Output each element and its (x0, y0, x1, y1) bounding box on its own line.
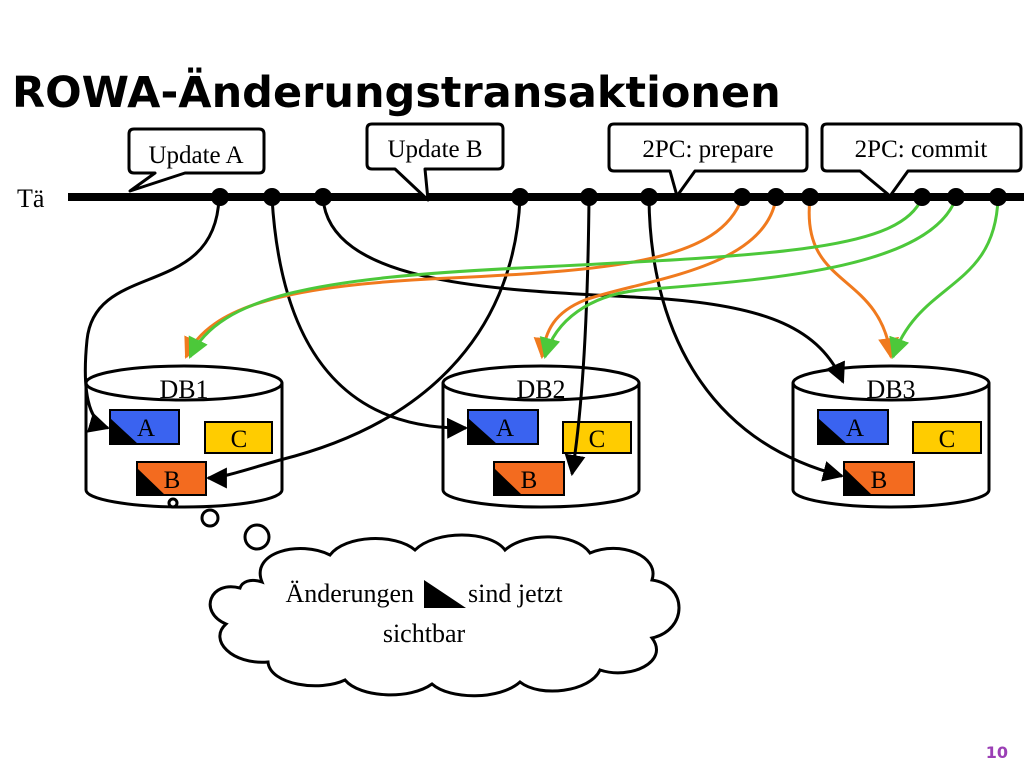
db2-item-c-label: C (589, 426, 606, 453)
event-dot (314, 188, 332, 206)
db1-label: DB1 (159, 375, 208, 404)
event-dot (211, 188, 229, 206)
thought-text-line2: sichtbar (383, 619, 466, 648)
db2-item-c: C (562, 421, 632, 454)
db2-label: DB2 (516, 375, 565, 404)
callout-prepare: 2PC: prepare (607, 122, 809, 198)
db2-item-b-label: B (521, 467, 538, 494)
event-dot (580, 188, 598, 206)
arrow-t3-db3-a (321, 197, 845, 384)
callout-prepare-text: 2PC: prepare (642, 136, 773, 163)
event-dot (640, 188, 658, 206)
event-dot (767, 188, 785, 206)
timeline-label: Tä (17, 184, 45, 213)
db1-item-a: A (109, 409, 180, 445)
db3-item-a-label: A (846, 415, 864, 442)
event-dot (947, 188, 965, 206)
arrow-commit-db2 (539, 197, 958, 360)
callout-update-a: Update A (127, 127, 266, 193)
event-dot (989, 188, 1007, 206)
db1-item-b: B (136, 461, 207, 496)
db1-item-a-label: A (137, 415, 155, 442)
event-dot (801, 188, 819, 206)
update-arrows (83, 197, 845, 489)
arrow-t1-db1-a (83, 197, 221, 433)
db1-item-c-label: C (231, 426, 248, 453)
timeline-events (211, 188, 1007, 206)
db3-item-a: A (817, 409, 889, 445)
db3-item-b: B (843, 461, 915, 496)
arrow-t2-db2-a (270, 197, 469, 439)
db2-item-b: B (493, 461, 565, 496)
db3-item-c: C (912, 421, 982, 454)
db2-item-a-label: A (496, 415, 514, 442)
db1-item-c: C (204, 421, 273, 454)
callout-commit-text: 2PC: commit (855, 136, 988, 163)
arrow-prepare-db3 (807, 197, 900, 360)
arrow-commit-db1 (188, 197, 924, 359)
slide-title: ROWA-Änderungstransaktionen (12, 67, 781, 118)
commit-arrows (188, 197, 1000, 360)
db3-item-c-label: C (939, 426, 956, 453)
page-number: 10 (986, 743, 1008, 762)
arrow-commit-db3 (889, 197, 1000, 359)
db1-item-b-label: B (164, 467, 181, 494)
thought-trail (167, 497, 271, 551)
event-dot (511, 188, 529, 206)
arrow-prepare-db2 (533, 197, 778, 360)
thought-text-line1-after: sind jetzt (468, 579, 563, 608)
thought-cloud (208, 533, 681, 698)
db3-item-b-label: B (871, 467, 888, 494)
callout-commit: 2PC: commit (820, 122, 1023, 198)
db3-label: DB3 (866, 375, 915, 404)
callout-update-b-text: Update B (387, 136, 482, 163)
prepare-arrows (184, 197, 900, 360)
callout-update-a-text: Update A (148, 142, 243, 169)
db2-item-a: A (467, 409, 539, 445)
callout-update-b: Update B (365, 122, 505, 202)
arrow-t5-db2-b (564, 197, 591, 477)
thought-text-line1-before: Änderungen (285, 579, 414, 608)
arrow-t6-db3-b (647, 197, 845, 482)
marker-triangle-icon (424, 580, 466, 608)
event-dot (733, 188, 751, 206)
event-dot (913, 188, 931, 206)
event-dot (263, 188, 281, 206)
